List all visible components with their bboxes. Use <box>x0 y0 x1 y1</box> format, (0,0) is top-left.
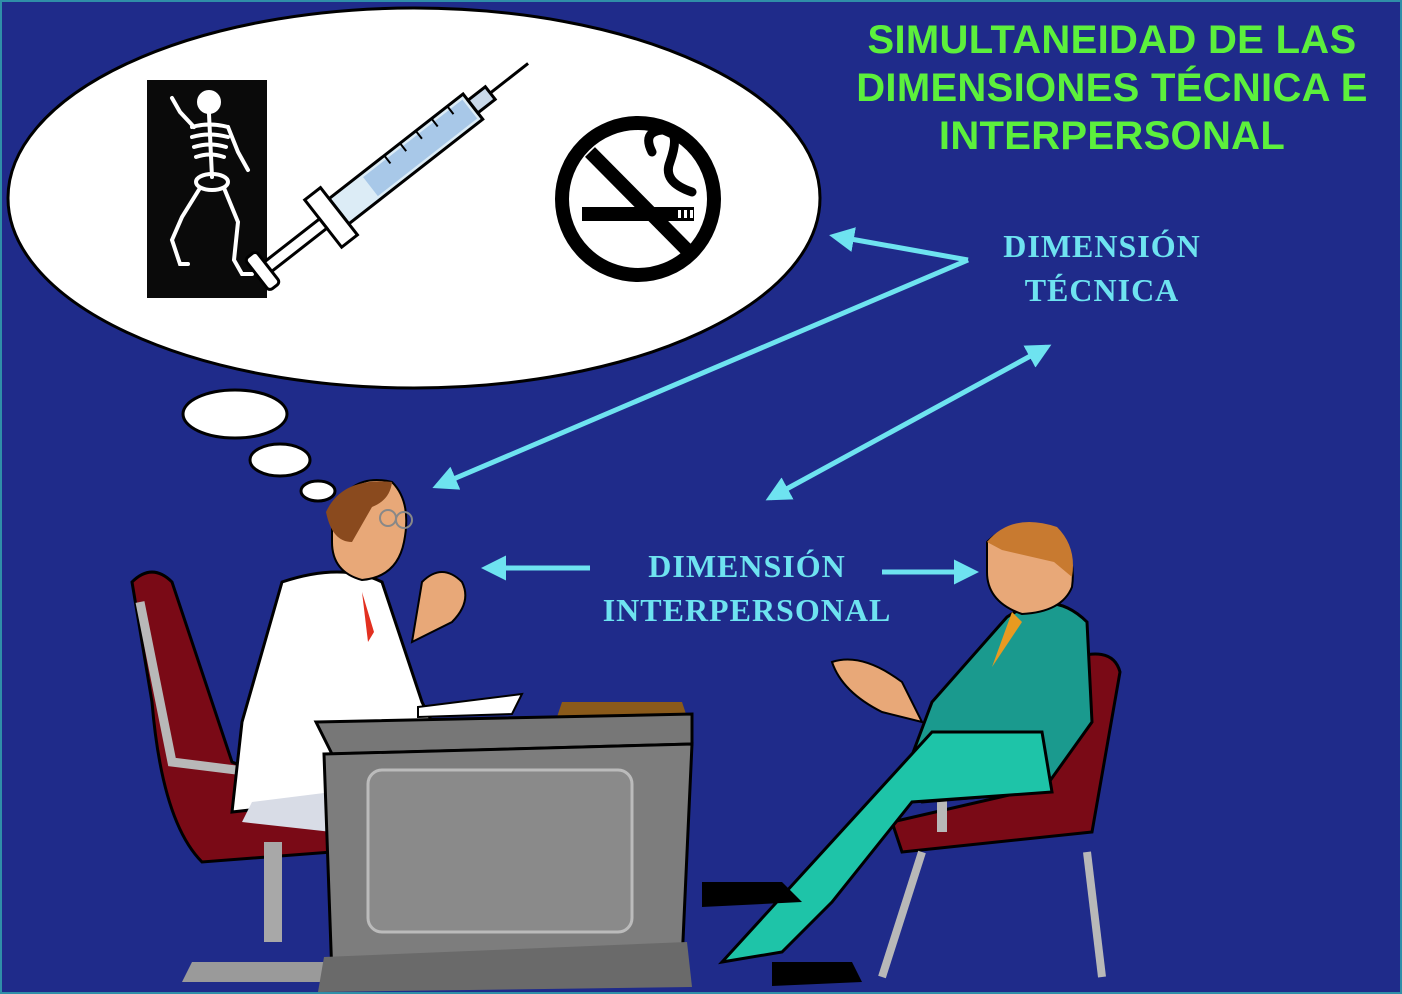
label-interpersonal-line-1: DIMENSIÓN <box>648 548 846 584</box>
arrow-technical-interpersonal <box>765 344 1052 501</box>
title-line-3: INTERPERSONAL <box>938 114 1286 158</box>
arrow-technical-to-doctor <box>432 257 969 490</box>
label-technical-line-2: TÉCNICA <box>1024 272 1180 308</box>
arrows <box>432 227 1052 585</box>
title-line-2: DIMENSIONES TÉCNICA E <box>856 66 1368 110</box>
label-interpersonal-line-2: INTERPERSONAL <box>602 592 892 628</box>
no-smoking-icon <box>555 116 721 282</box>
syringe-icon <box>244 62 530 291</box>
label-technical-line-1: DIMENSIÓN <box>1003 228 1201 264</box>
arrow-technical-to-bubble <box>829 227 969 263</box>
desk <box>313 692 694 992</box>
slide-title: SIMULTANEIDAD DE LAS DIMENSIONES TÉCNICA… <box>822 16 1402 160</box>
title-line-1: SIMULTANEIDAD DE LAS <box>867 18 1357 62</box>
label-interpersonal-dimension: DIMENSIÓN INTERPERSONAL <box>562 544 932 632</box>
label-technical-dimension: DIMENSIÓN TÉCNICA <box>962 224 1242 312</box>
patient-figure <box>702 522 1094 986</box>
doctor-figure <box>230 479 467 832</box>
